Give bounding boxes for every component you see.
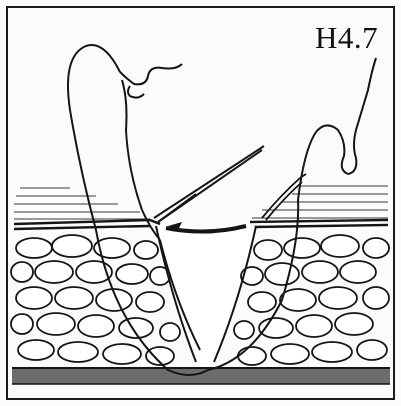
figure-label: H4.7 — [315, 22, 378, 53]
needle-holder — [154, 146, 264, 222]
deep-tissue-band — [12, 368, 390, 384]
wound-cavity — [156, 226, 256, 367]
surface-hatching-left — [14, 188, 150, 219]
needle-icon — [262, 174, 306, 220]
